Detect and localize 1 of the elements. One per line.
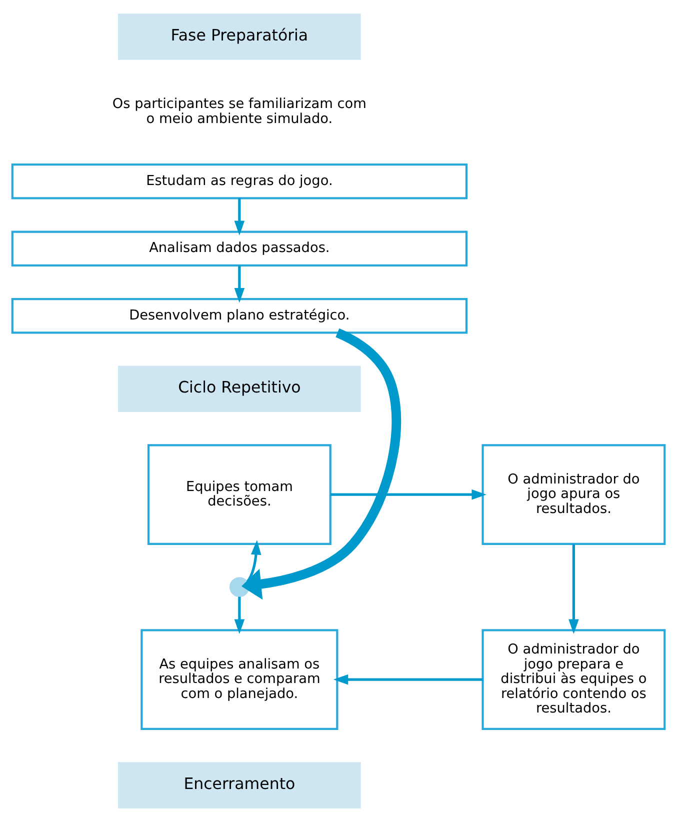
label: Os participantes se familiarizam com o meio ambiente simulado. (112, 96, 366, 127)
